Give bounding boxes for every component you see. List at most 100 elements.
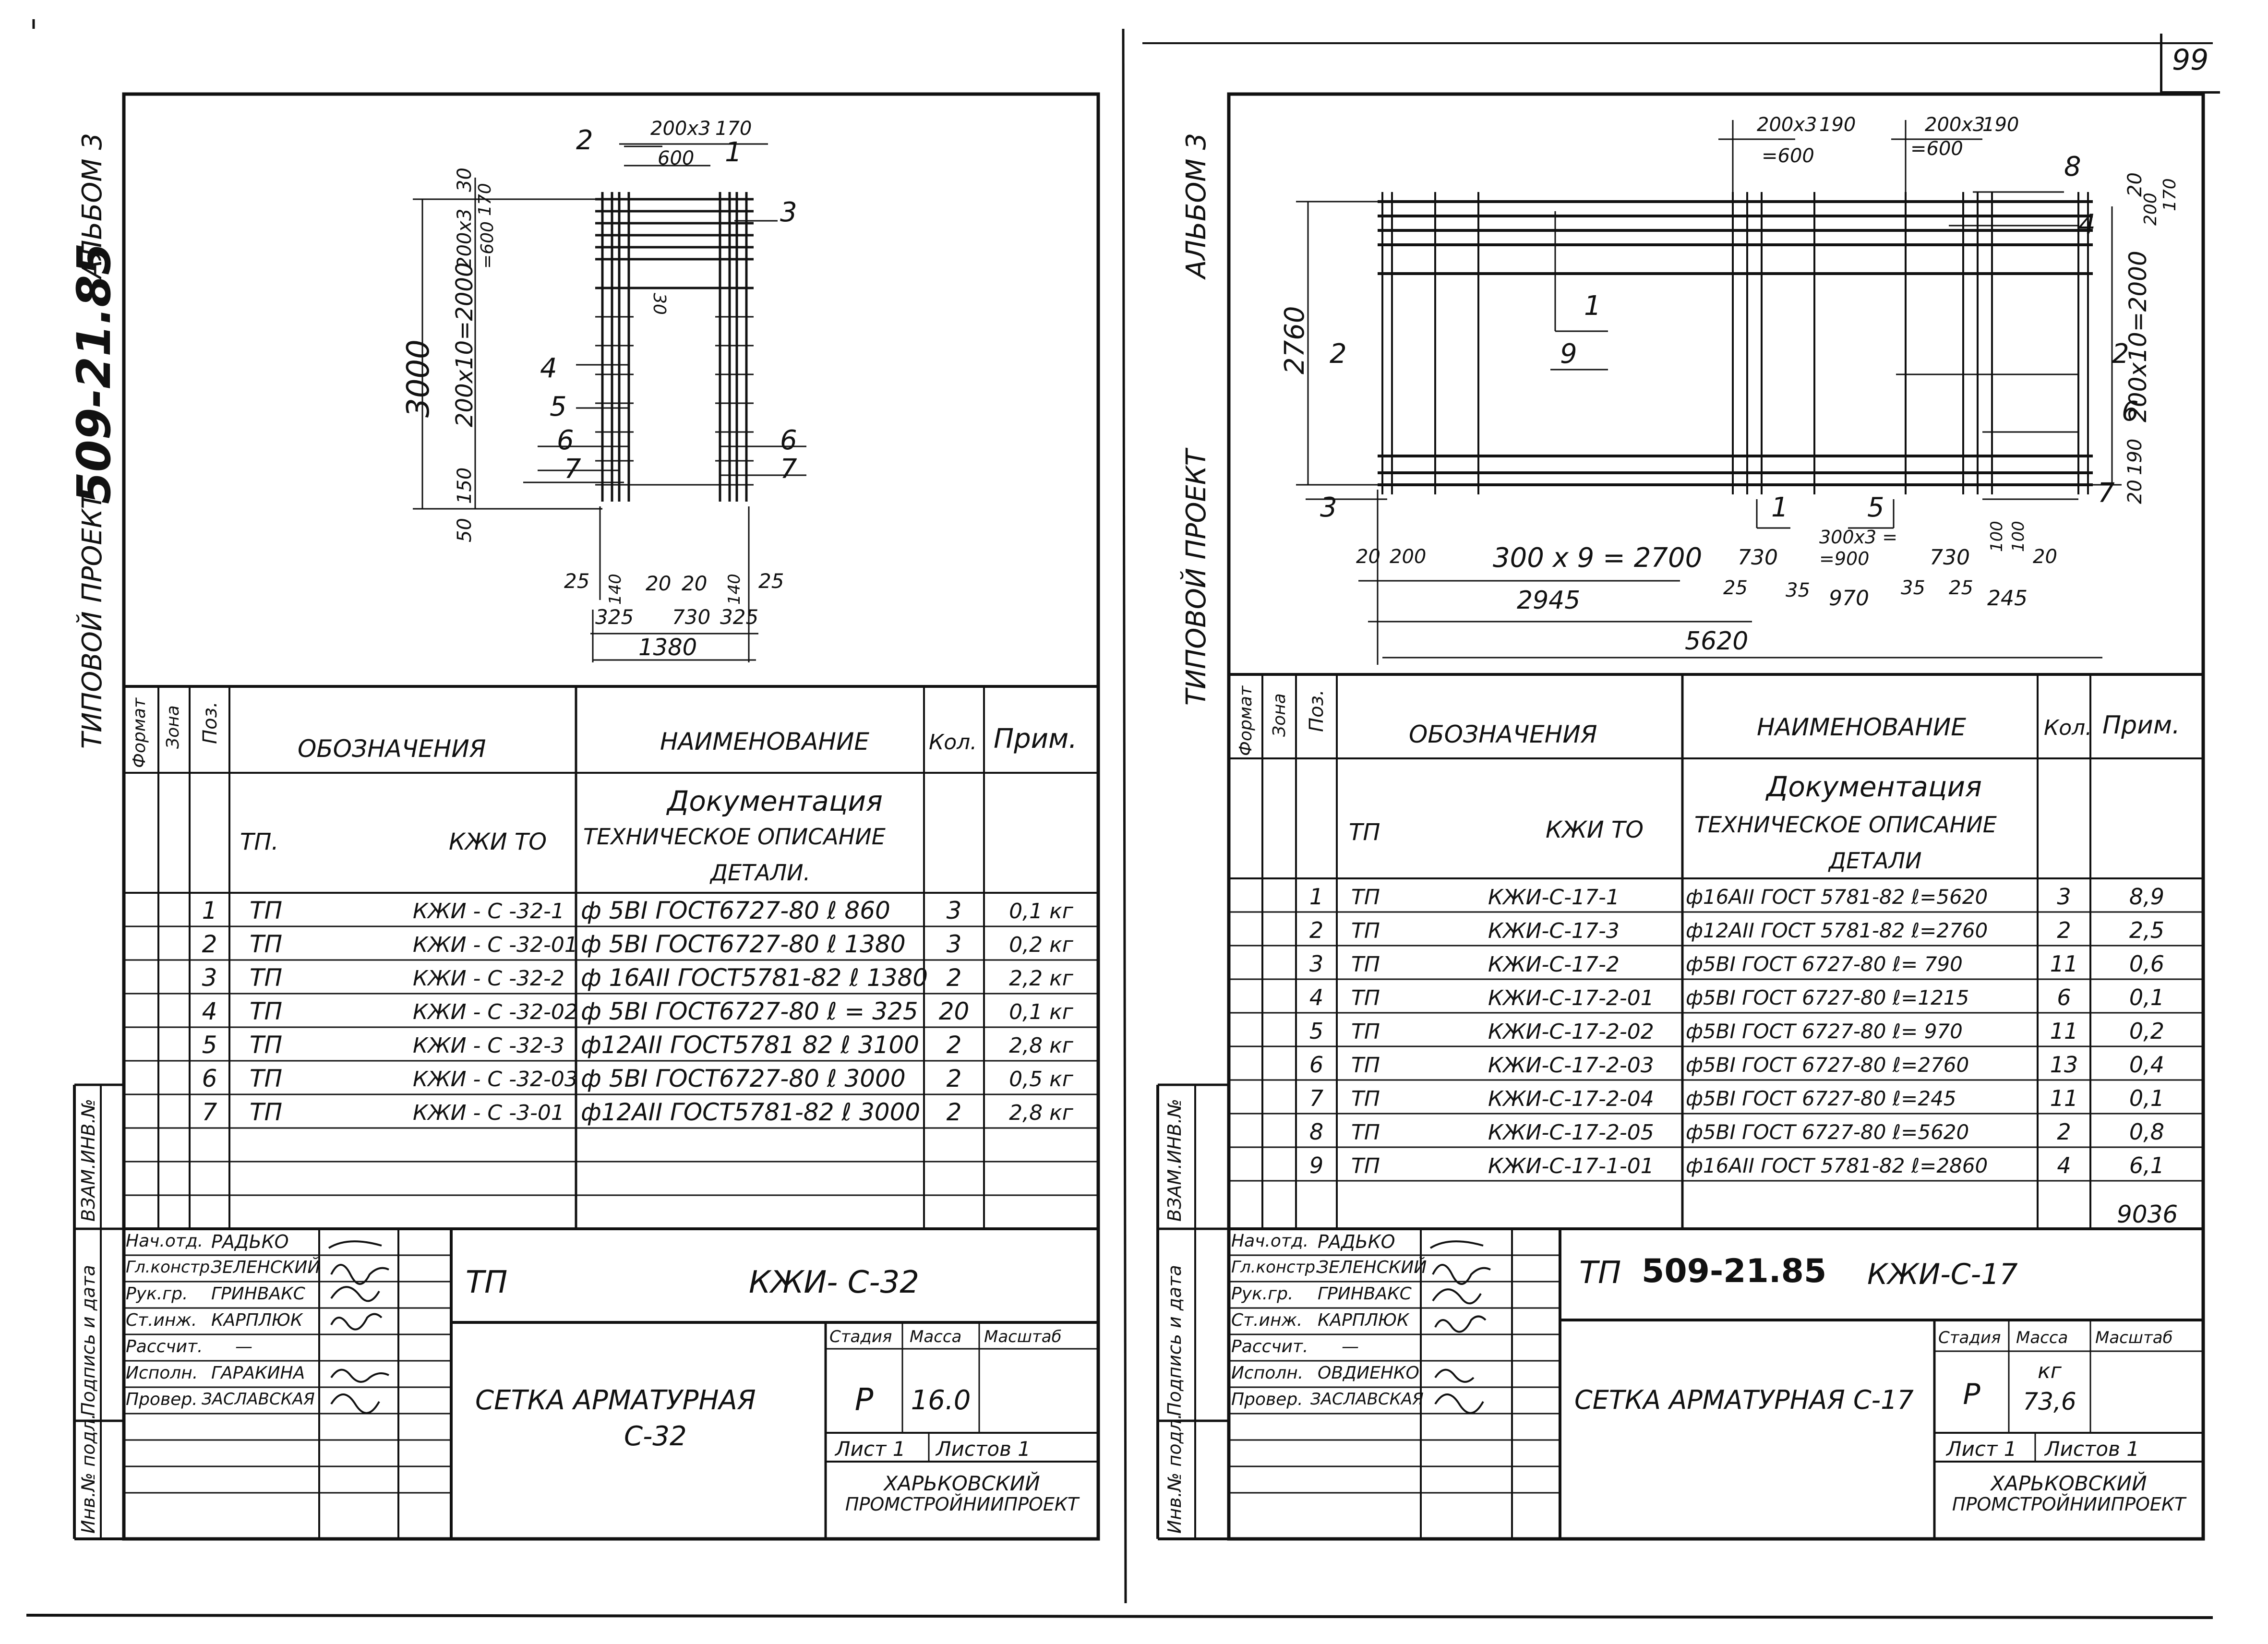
side-field-label: Подпись и дата: [1164, 1265, 1185, 1416]
dim-label: 325: [720, 605, 759, 629]
row-qty: 2: [2057, 1119, 2071, 1145]
position-label: 2: [576, 125, 593, 156]
row-note: 0,1 кг: [1009, 899, 1073, 924]
position-label: 6: [557, 425, 574, 456]
sheet-label: Лист 1: [835, 1437, 906, 1461]
role-label: Рук.гр.: [126, 1284, 188, 1304]
row-name: ф5ВI ГОСТ 6727-80 ℓ=5620: [1686, 1120, 1969, 1144]
doc-code: КЖИ ТО: [449, 828, 547, 855]
dim-label: 190: [1819, 114, 1856, 136]
position-label: 7: [780, 454, 797, 485]
sheets-label: Листов 1: [2045, 1437, 2139, 1461]
signer-name: —: [235, 1337, 252, 1356]
row-code: КЖИ - С -32-03: [413, 1067, 578, 1092]
dim-label: 170: [475, 183, 495, 216]
row-note: 0,8: [2129, 1119, 2165, 1145]
row-qty: 6: [2057, 984, 2071, 1010]
row-note: 0,1: [2129, 1085, 2165, 1111]
dim-label: 25: [1949, 577, 1973, 599]
row-tp: ТП: [250, 964, 283, 992]
row-note: 2,8 кг: [1009, 1101, 1073, 1125]
dim-label: 100: [2009, 521, 2028, 552]
row-name: ф5ВI ГОСТ 6727-80 ℓ=2760: [1686, 1053, 1969, 1077]
dim-label: 25: [1723, 577, 1748, 599]
role-label: Рук.гр.: [1231, 1284, 1294, 1304]
col-header-qty: Кол.: [2044, 716, 2092, 740]
row-pos: 9: [1309, 1152, 1324, 1178]
row-qty: 3: [2057, 884, 2071, 910]
dim-label: 190: [1982, 114, 2019, 136]
row-name: ф16АII ГОСТ 5781-82 ℓ=5620: [1686, 885, 1988, 909]
row-tp: ТП: [1351, 919, 1380, 943]
col-header-name: НАИМЕНОВАНИЕ: [1757, 713, 1966, 741]
role-label: Рассчит.: [126, 1337, 203, 1356]
row-note: 0,6: [2129, 951, 2165, 977]
doc-line2: ТЕХНИЧЕСКОЕ ОПИСАНИЕ: [583, 824, 886, 850]
side-field-label: Инв.№ подл.: [78, 1413, 99, 1534]
row-qty: 11: [2050, 1085, 2078, 1111]
position-label: 9: [1560, 338, 1577, 370]
col-header-designation: ОБОЗНАЧЕНИЯ: [298, 735, 486, 763]
row-note: 0,1 кг: [1009, 1000, 1073, 1024]
dim-label: 20: [2124, 480, 2146, 504]
row-code: КЖИ-С-17-1-01: [1488, 1154, 1654, 1178]
row-note: 6,1: [2129, 1152, 2165, 1178]
mass-unit: кг: [2038, 1359, 2062, 1383]
row-tp: ТП: [250, 1065, 283, 1092]
role-label: Нач.отд.: [1231, 1231, 1309, 1251]
dim-label: 20: [2033, 546, 2057, 568]
col-header-note: Прим.: [2102, 711, 2180, 740]
row-name: ф 16АII ГОСТ5781-82 ℓ 1380: [581, 964, 928, 992]
dim-label: 30: [454, 168, 476, 192]
row-qty: 3: [946, 930, 962, 958]
position-label: 7: [2098, 478, 2115, 509]
row-name: ф5ВI ГОСТ 6727-80 ℓ=1215: [1686, 986, 1969, 1009]
sheets-label: Листов 1: [936, 1437, 1031, 1461]
signer-name: ОВДИЕНКО: [1318, 1363, 1419, 1383]
row-note: 0,2 кг: [1009, 933, 1073, 957]
role-label: Рассчит.: [1231, 1337, 1308, 1356]
position-label: 6: [780, 425, 797, 456]
row-pos: 7: [1309, 1085, 1324, 1111]
dim-label: 245: [1987, 586, 2028, 611]
row-note: 0,1: [2129, 984, 2165, 1010]
row-code: КЖИ - С -32-2: [413, 966, 564, 991]
dim-label: 730: [1738, 545, 1778, 570]
row-tp: ТП: [1351, 885, 1380, 910]
scale-label: Масштаб: [984, 1327, 1062, 1346]
side-field-label: Подпись и дата: [78, 1265, 99, 1416]
dim-label: 25: [758, 569, 784, 593]
left-side-label-prefix: ТИПОВОЙ ПРОЕКТ: [77, 492, 108, 749]
position-label: 5: [1867, 492, 1884, 523]
row-tp: ТП: [1351, 1053, 1380, 1078]
row-name: ф 5ВI ГОСТ6727-80 ℓ = 325: [581, 997, 918, 1025]
row-name: ф12АII ГОСТ5781 82 ℓ 3100: [581, 1031, 920, 1059]
row-pos: 6: [1309, 1052, 1324, 1078]
org-name-line1: ХАРЬКОВСКИЙ: [1991, 1472, 2147, 1495]
signer-name: ЗАСЛАВСКАЯ: [202, 1390, 315, 1409]
org-name-line1: ХАРЬКОВСКИЙ: [884, 1472, 1040, 1495]
row-name: ф5ВI ГОСТ 6727-80 ℓ= 970: [1686, 1020, 1963, 1043]
row-name: ф5ВI ГОСТ 6727-80 ℓ=245: [1686, 1087, 1956, 1110]
position-label: 1: [725, 137, 742, 168]
row-pos: 2: [202, 930, 217, 958]
dim-label: 200x3: [454, 208, 476, 269]
role-label: Ст.инж.: [1231, 1310, 1303, 1330]
side-field-label: Инв.№ подл.: [1164, 1413, 1185, 1534]
dim-label: 5620: [1685, 627, 1749, 656]
drawing-code: КЖИ-С-17: [1867, 1258, 2018, 1291]
doc-tp: ТП.: [240, 828, 279, 855]
row-pos: 8: [1309, 1119, 1324, 1145]
row-note: 2,8 кг: [1009, 1033, 1073, 1058]
row-pos: 7: [202, 1098, 217, 1126]
stage-label: Стадия: [1938, 1328, 2001, 1347]
dim-label: 200: [1390, 546, 1427, 568]
row-code: КЖИ - С -3-01: [413, 1101, 564, 1125]
dim-label: 730: [1930, 545, 1970, 570]
dim-label: 325: [595, 605, 634, 629]
side-field-label: ВЗАМ.ИНВ.№: [1164, 1099, 1185, 1222]
row-note: 8,9: [2129, 884, 2165, 910]
left-side-label-suffix: АЛЬБОМ 3: [77, 132, 108, 278]
role-label: Гл.констр.: [126, 1258, 215, 1277]
